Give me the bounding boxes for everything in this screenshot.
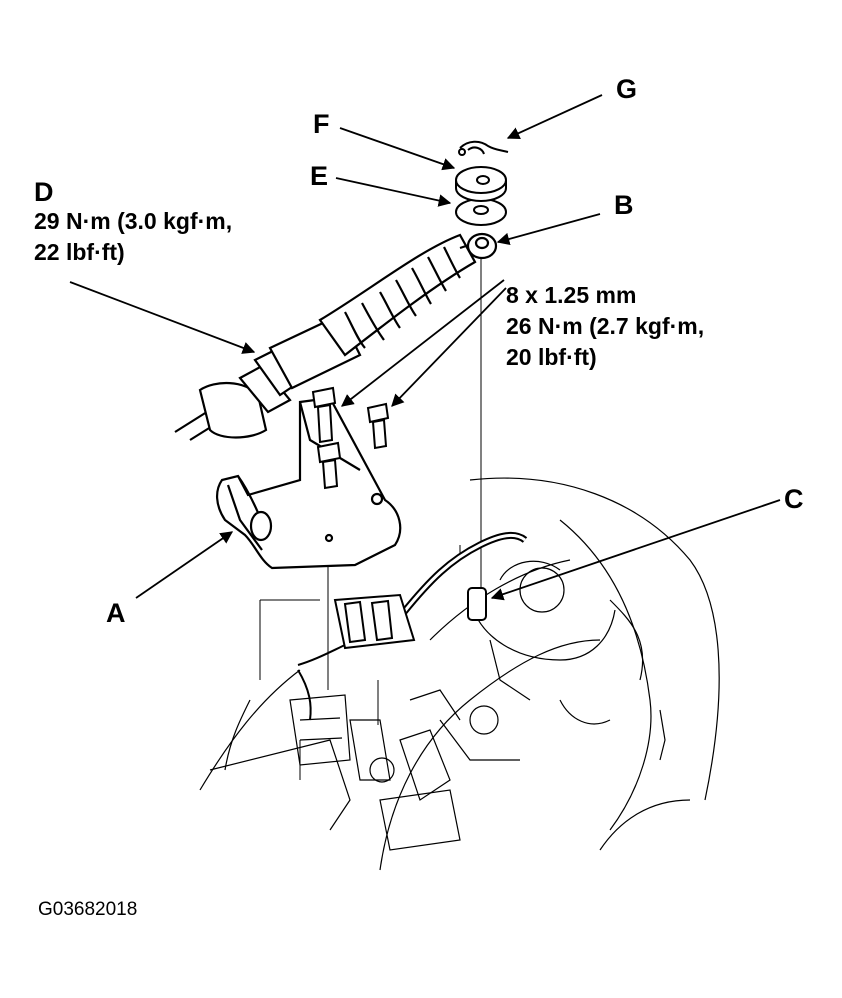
arrow-bolt-right [391,287,507,407]
bolt-torque-line2: 20 lbf·ft) [506,344,597,370]
figure-code: G03682018 [38,899,138,920]
bolts [311,386,390,490]
label-g: G [616,74,638,104]
arrow-d [69,281,256,354]
label-e: E [310,161,329,191]
torque-spec-d: 29 N·m (3.0 kgf·m, 22 lbf·ft) [34,206,232,268]
arrow-a [135,531,234,599]
bolt-3 [316,441,342,490]
bolt-1 [311,386,337,444]
shift-cable [174,232,498,441]
torque-spec-d-line2: 22 lbf·ft) [34,239,125,265]
transmission-housing-outline [199,477,720,871]
label-b: B [614,190,634,220]
arrow-e [335,177,452,207]
label-d: D [34,177,54,207]
bolt-torque-spec: 8 x 1.25 mm 26 N·m (2.7 kgf·m, 20 lbf·ft… [506,280,704,373]
washer-f [455,166,507,202]
label-f: F [313,109,330,139]
clip-g [458,140,509,156]
arrow-f [339,127,456,171]
label-c: C [784,484,804,514]
label-a: A [106,598,126,628]
wiring-harness [297,531,528,721]
bolt-2 [366,402,390,450]
arrow-bolt-left [341,279,505,407]
washer-e [455,198,507,226]
bolt-size: 8 x 1.25 mm [506,282,637,308]
torque-spec-d-line1: 29 N·m (3.0 kgf·m, [34,208,233,234]
bracket-a [216,396,402,570]
arrow-b [496,213,601,246]
bolt-torque-line1: 26 N·m (2.7 kgf·m, [506,313,705,339]
arrow-c [490,499,781,601]
arrow-g [506,94,603,140]
leader-arrows [69,94,781,601]
